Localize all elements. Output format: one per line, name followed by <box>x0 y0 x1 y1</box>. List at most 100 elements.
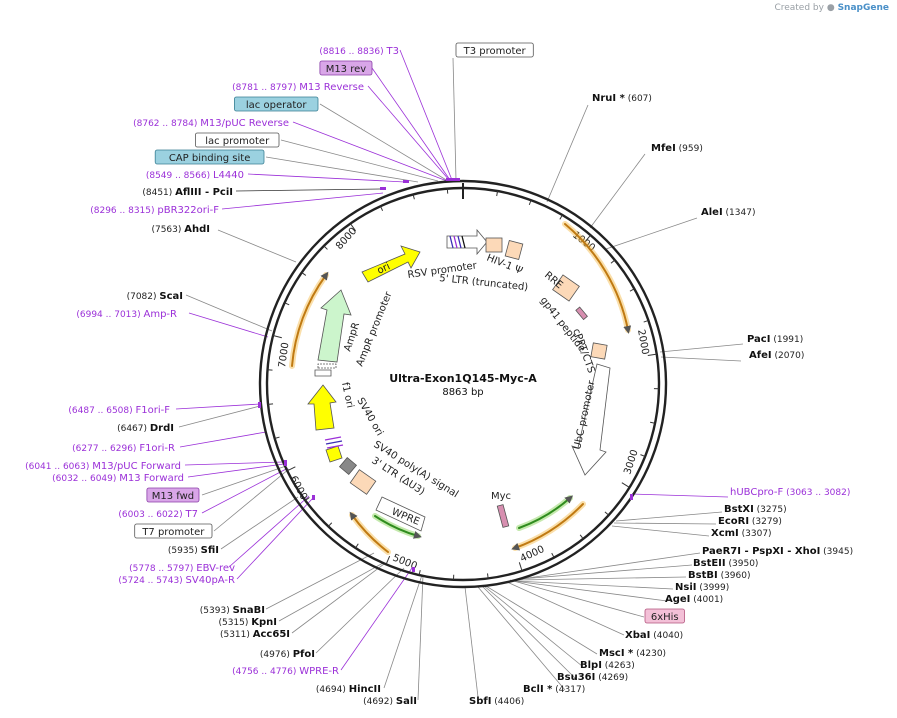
feature-box-m13-fwd <box>146 487 200 503</box>
primer-label-t3: (8816 .. 8836) T3 <box>319 46 399 57</box>
primer-label-m13-reverse: (8781 .. 8797) M13 Reverse <box>232 82 364 93</box>
feature-box-label-m13-fwd: M13 fwd <box>152 491 194 502</box>
sv40-ori-feature <box>325 445 343 463</box>
enzyme-label-nsii: NsiI (3999) <box>675 582 729 593</box>
feature-label-ampr: AmpR <box>342 321 362 353</box>
snapgene-logo-icon: ● <box>826 3 835 13</box>
ring-tick <box>323 245 328 250</box>
ring-tick <box>629 288 635 292</box>
enzyme-label-sfii: (5935) SfiI <box>168 545 219 556</box>
enzyme-label-xbai: XbaI (4040) <box>625 630 683 641</box>
enzyme-label-scai: (7082) ScaI <box>127 291 183 302</box>
ring-tick <box>412 194 415 200</box>
enzyme-label-nrui: NruI * (607) <box>592 93 652 104</box>
enzyme-label-afei: AfeI (2070) <box>749 350 804 361</box>
ring-tick <box>355 543 359 549</box>
feature-box-label-m13-rev: M13 rev <box>326 64 367 75</box>
ring-tick <box>284 302 290 306</box>
enzyme-label-bstxi: BstXI (3275) <box>724 504 787 515</box>
enzyme-label-paci: PacI (1991) <box>747 334 803 345</box>
primer-label-pbr322ori-f: (8296 .. 8315) pBR322ori-F <box>90 205 219 216</box>
ring-tick <box>643 319 649 323</box>
feature-label-5ltr: 5' LTR (truncated) <box>439 273 529 293</box>
ring-tick <box>528 200 532 206</box>
enzyme-label-xcmi: XcmI (3307) <box>711 528 772 539</box>
tick-label-7000: 7000 <box>277 342 291 369</box>
primer-label-ebv-rev: (5778 .. 5797) EBV-rev <box>129 563 235 574</box>
ring-tick <box>268 403 274 405</box>
ring-tick <box>621 482 630 488</box>
ring-tick <box>380 206 384 211</box>
ring-tick <box>584 234 591 243</box>
enzyme-label-agei: AgeI (4001) <box>665 594 723 605</box>
enzyme-label-sali: (4692) SalI <box>363 696 417 707</box>
backbone-outer <box>258 179 668 589</box>
tick-label-6000: 6000 <box>287 474 309 502</box>
ring-tick <box>518 562 523 572</box>
feature-box-label-cap-binding-site: CAP binding site <box>169 153 251 164</box>
watermark-prefix: Created by <box>774 3 824 13</box>
ring-tick <box>350 223 357 232</box>
tick-label-2000: 2000 <box>635 329 650 356</box>
enzyme-label-alei: AleI (1347) <box>701 207 755 218</box>
ring-tick <box>647 353 657 357</box>
feature-box-6xhis <box>644 608 685 624</box>
ring-tick <box>610 259 616 264</box>
ring-tick <box>640 454 646 457</box>
feature-box-label-t3-promoter: T3 promoter <box>463 46 527 57</box>
primer-label-f1ori-f: (6487 .. 6508) F1ori-F <box>68 405 170 416</box>
enzyme-label-bcli: BclI * (4317) <box>523 684 585 695</box>
ring-tick <box>287 466 296 472</box>
primer-label-m13-puc-forward: (6041 .. 6063) M13/pUC Forward <box>25 461 181 472</box>
ring-tick <box>327 522 333 527</box>
enzyme-label-mfei: MfeI (959) <box>651 143 703 154</box>
primer-label-f1ori-r: (6277 .. 6296) F1ori-R <box>72 443 175 454</box>
primer-label-sv40pa-r: (5724 .. 5743) SV40pA-R <box>118 575 235 586</box>
enzyme-label-afliii-pcii: (8451) AflIII - PciI <box>142 187 233 198</box>
rsv-promoter-feature <box>446 228 488 256</box>
ring-tick <box>301 272 307 276</box>
ring-tick <box>496 190 499 197</box>
feature-box-label-lac-promoter: lac promoter <box>205 136 270 147</box>
enzyme-label-snabi: (5393) SnaBI <box>200 605 265 616</box>
ring-tick <box>385 555 391 565</box>
primer-label-amp-r: (6994 .. 7013) Amp-R <box>76 309 177 320</box>
feature-box-cap-binding-site <box>154 149 265 165</box>
ring-tick <box>559 214 563 220</box>
enzyme-label-blpi: BlpI (4263) <box>580 660 635 671</box>
feature-box-label-lac-operator: lac operator <box>246 100 307 111</box>
enzyme-label-drdi: (6467) DrdI <box>117 423 174 434</box>
enzyme-label-kpni: (5315) KpnI <box>218 617 277 628</box>
plasmid-size: 8863 bp <box>442 387 483 398</box>
feature-box-t7-promoter <box>134 523 213 539</box>
feature-box-t3-promoter <box>455 42 534 58</box>
enzyme-label-ahdi: (7563) AhdI <box>151 224 210 235</box>
primer-label-wpre-r: (4756 .. 4776) WPRE-R <box>232 666 339 677</box>
enzyme-label-sbfi: SbfI (4406) <box>469 696 524 707</box>
feature-label-myc: Myc <box>491 491 511 502</box>
ring-tick <box>418 570 421 576</box>
enzyme-label-msci: MscI * (4230) <box>599 648 666 659</box>
feature-box-label-t7-promoter: T7 promoter <box>141 527 205 538</box>
primer-label-m13-forward: (6032 .. 6049) M13 Forward <box>52 473 184 484</box>
primer-label-l4440: (8549 .. 8566) L4440 <box>146 170 244 181</box>
enzyme-label-ecori: EcoRI (3279) <box>718 516 782 527</box>
ring-tick <box>487 573 489 579</box>
feature-label-f1-ori: f1 ori <box>339 381 355 409</box>
wpre-feature <box>375 496 426 532</box>
ring-tick <box>305 497 310 501</box>
enzyme-label-pfoi: (4976) PfoI <box>260 649 315 660</box>
watermark: Created by ● SnapGene <box>774 3 889 13</box>
ubc-promoter-feature <box>571 363 611 476</box>
ring-tick <box>272 335 282 339</box>
feature-label-sv40-ori: SV40 ori <box>354 396 385 438</box>
ampr-promoter-feature <box>314 369 332 377</box>
ori-feature <box>361 245 421 283</box>
enzyme-label-hincii: (4694) HincII <box>316 684 381 695</box>
watermark-brand: SnapGene <box>837 3 889 13</box>
feature-label-ori: ori <box>376 261 392 276</box>
ring-tick <box>274 436 280 439</box>
feature-box-label-6xhis: 6xHis <box>651 612 679 623</box>
enzyme-label-bstbi: BstBI (3960) <box>688 570 751 581</box>
